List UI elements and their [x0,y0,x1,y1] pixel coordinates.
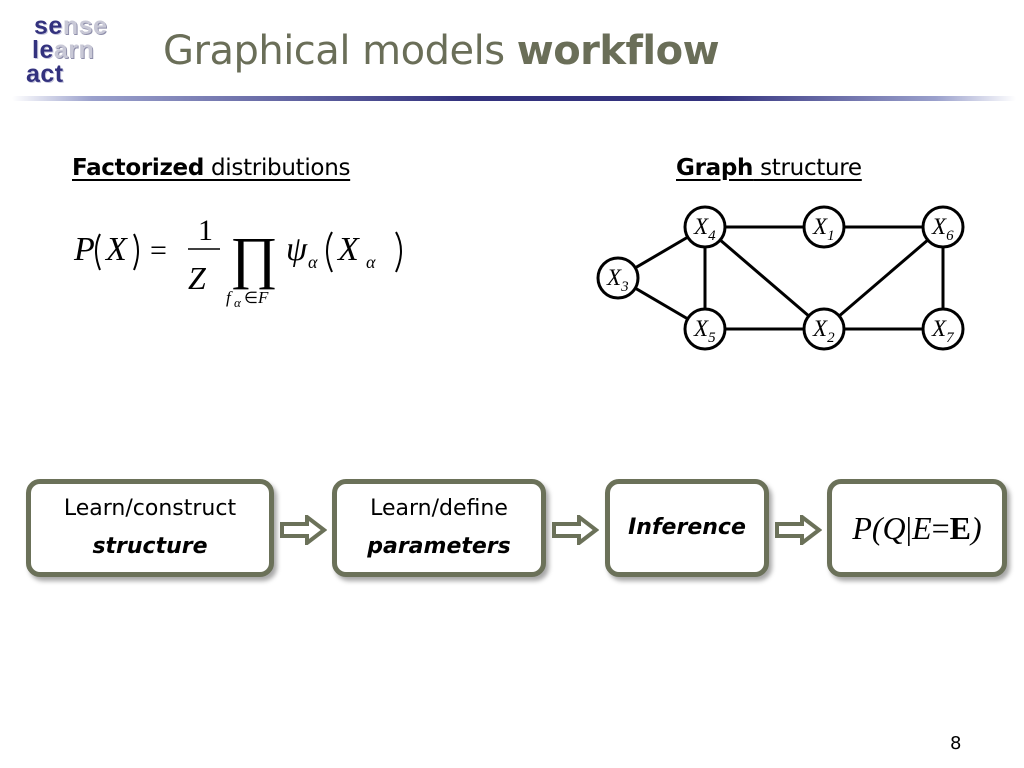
query-e: E [912,510,932,546]
graph-node-X4: X4 [683,205,727,249]
factorized-heading: Factorized distributions [72,155,350,181]
node-subscript: 2 [827,330,835,346]
step-line: Learn/construct [63,496,237,521]
arg-X: X [336,231,360,268]
formula-P: P [73,231,95,268]
node-subscript: 4 [708,228,716,244]
node-circle [802,205,846,249]
step-inference: Inference [605,479,769,577]
formula-denominator: Z [188,260,207,296]
logo-text: se [34,12,63,40]
query-bar: | [905,510,913,546]
psi: ψ [286,231,308,268]
query-e-bold: E [949,510,971,546]
query-q: Q [882,510,906,546]
query-p: P( [852,510,883,546]
logo-text: le [32,36,54,64]
sense-learn-act-logo: sense learn act [22,12,132,90]
title-normal: Graphical models [163,28,517,74]
graph-node-X6: X6 [921,205,965,249]
node-circle [802,307,846,351]
node-subscript: 7 [946,330,955,346]
graph-node-X5: X5 [683,307,727,351]
query-expression: P(Q|E=E) [852,509,981,547]
sub-f: f [226,288,233,307]
graph-node-X3: X3 [596,256,640,300]
title-bold: workflow [516,28,720,74]
paren-close [395,231,402,273]
formula-numerator: 1 [198,214,213,247]
graph-edge-X2-X6 [823,225,944,331]
node-circle [683,205,727,249]
psi-sub: α [308,252,318,272]
slide-title: Graphical models workflow [163,28,720,74]
sub-F: F [257,288,269,307]
graph-node-X7: X7 [921,307,965,351]
factorization-formula: P X = 1 Z ∏ f α ∈ F ψ α X α [73,214,402,310]
logo-text: act [26,60,64,88]
step-query: P(Q|E=E) [827,479,1007,577]
node-circle [596,256,640,300]
step-emphasis: parameters [367,534,511,559]
arg-sub: α [366,252,376,272]
graph-heading: Graph structure [676,155,862,181]
logo-text: arn [53,36,95,64]
step-emphasis: structure [92,534,208,559]
query-close: ) [971,510,982,546]
arrow-right-icon [280,515,327,545]
step-emphasis: Inference [628,515,746,540]
heading-bold: Factorized [72,155,204,181]
step-structure: Learn/construct structure [26,479,274,577]
node-subscript: 6 [946,228,954,244]
node-circle [683,307,727,351]
sub-alpha: α [234,295,242,310]
arrow-right-icon [552,515,599,545]
node-circle [921,307,965,351]
graph-edge-X4-X2 [704,225,825,331]
step-parameters: Learn/define parameters [332,479,546,577]
title-divider [12,96,1016,101]
heading-bold: Graph [676,155,754,181]
formula-equals: = [150,234,167,267]
node-circle [921,205,965,249]
node-subscript: 3 [620,279,629,295]
graph-node-X1: X1 [802,205,846,249]
paren-close [133,233,139,271]
node-subscript: 5 [708,330,716,346]
product-symbol: ∏ [230,225,278,290]
heading-normal: distributions [204,155,351,181]
sub-in: ∈ [244,290,258,307]
paren-open [326,231,333,273]
formula-X: X [104,231,128,268]
arrow-right-icon [775,515,822,545]
graph-node-X2: X2 [802,307,846,351]
page-number: 8 [950,733,962,754]
step-line: Learn/define [370,496,508,521]
node-subscript: 1 [827,228,835,244]
logo-text: nse [62,12,108,40]
heading-normal: structure [753,155,862,181]
paren-open [95,233,101,271]
query-eq: = [931,510,950,546]
